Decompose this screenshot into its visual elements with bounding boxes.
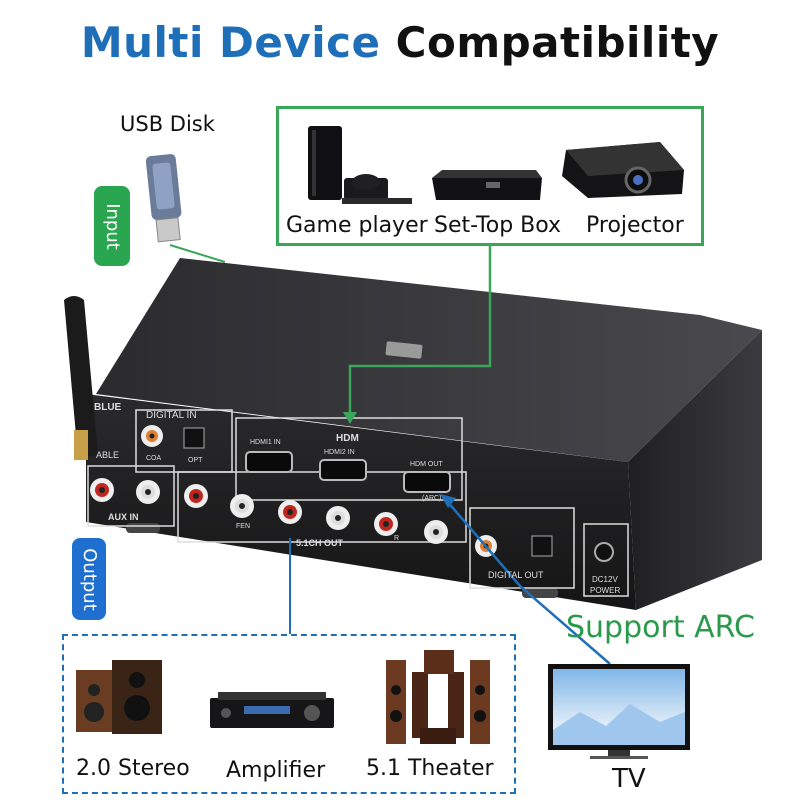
antenna: [64, 296, 98, 458]
hdmi1-port: [245, 451, 293, 473]
hdmi-out-port: [403, 471, 451, 493]
source-label-game: Game player: [286, 213, 428, 238]
aux-in-jacks: [90, 478, 160, 504]
source-label-settop: Set-Top Box: [434, 213, 562, 238]
label-able: ABLE: [96, 450, 119, 460]
label-opt: OPT: [188, 457, 203, 464]
tv-icon: [548, 664, 690, 759]
output-badge-label: Output: [78, 547, 100, 611]
title-part-2: Compatibility: [395, 18, 720, 67]
output-badge: Output: [72, 538, 106, 620]
label-digital-in: DIGITAL IN: [146, 410, 197, 421]
label-hdmi2: HDMI2 IN: [324, 449, 355, 456]
label-power: POWER: [590, 586, 620, 595]
support-arc-label: Support ARC: [566, 610, 755, 645]
theater-speakers-icon: [386, 650, 490, 744]
label-blue: BLUE: [94, 402, 122, 413]
label-coa: COA: [146, 455, 162, 462]
device-front-panel: [86, 394, 636, 610]
device-right-side: [628, 330, 762, 610]
game-console-icon: [308, 126, 412, 204]
label-r: R: [394, 535, 399, 542]
tv-label: TV: [612, 764, 646, 794]
label-arc-small: (ARC): [422, 495, 441, 502]
output-label-amplifier: Amplifier: [226, 758, 326, 783]
hdmi2-port: [319, 459, 367, 481]
output-label-stereo: 2.0 Stereo: [76, 756, 190, 781]
optical-in-jack: [183, 427, 205, 449]
source-label-projector: Projector: [586, 213, 684, 238]
label-hdmi-group: HDM: [336, 433, 359, 444]
set-top-box-icon: [432, 170, 542, 200]
label-hdmi1: HDMI1 IN: [250, 439, 281, 446]
power-jack: [594, 542, 614, 562]
label-digital-out: DIGITAL OUT: [488, 570, 544, 580]
output-label-theater: 5.1 Theater: [366, 756, 494, 781]
input-connector: [348, 246, 492, 418]
amplifier-icon: [210, 692, 334, 728]
usb-disk-icon: [145, 154, 182, 243]
projector-icon: [562, 142, 684, 198]
arc-connector: [445, 499, 611, 665]
label-dc: DC12V: [592, 575, 618, 584]
coax-in-jack: [141, 425, 163, 447]
device-top-panel: [96, 258, 762, 462]
channel-out-jacks: [184, 484, 448, 544]
stereo-speakers-icon: [76, 660, 162, 734]
output-devices-box: [62, 634, 516, 794]
label-hdmi-out: HDM OUT: [410, 461, 443, 468]
usb-disk-label: USB Disk: [120, 112, 215, 136]
label-fen: FEN: [236, 523, 250, 530]
label-ch-out: 5.1CH OUT: [296, 538, 344, 548]
input-sources-box: [276, 106, 704, 246]
page-title: Multi Device Compatibility: [0, 18, 800, 67]
label-aux-in: AUX IN: [108, 512, 139, 522]
input-badge: Input: [94, 186, 130, 266]
optical-out-jack: [531, 535, 553, 557]
input-badge-label: Input: [101, 202, 123, 250]
title-part-1: Multi Device: [80, 18, 381, 67]
device-logo: [385, 341, 423, 359]
